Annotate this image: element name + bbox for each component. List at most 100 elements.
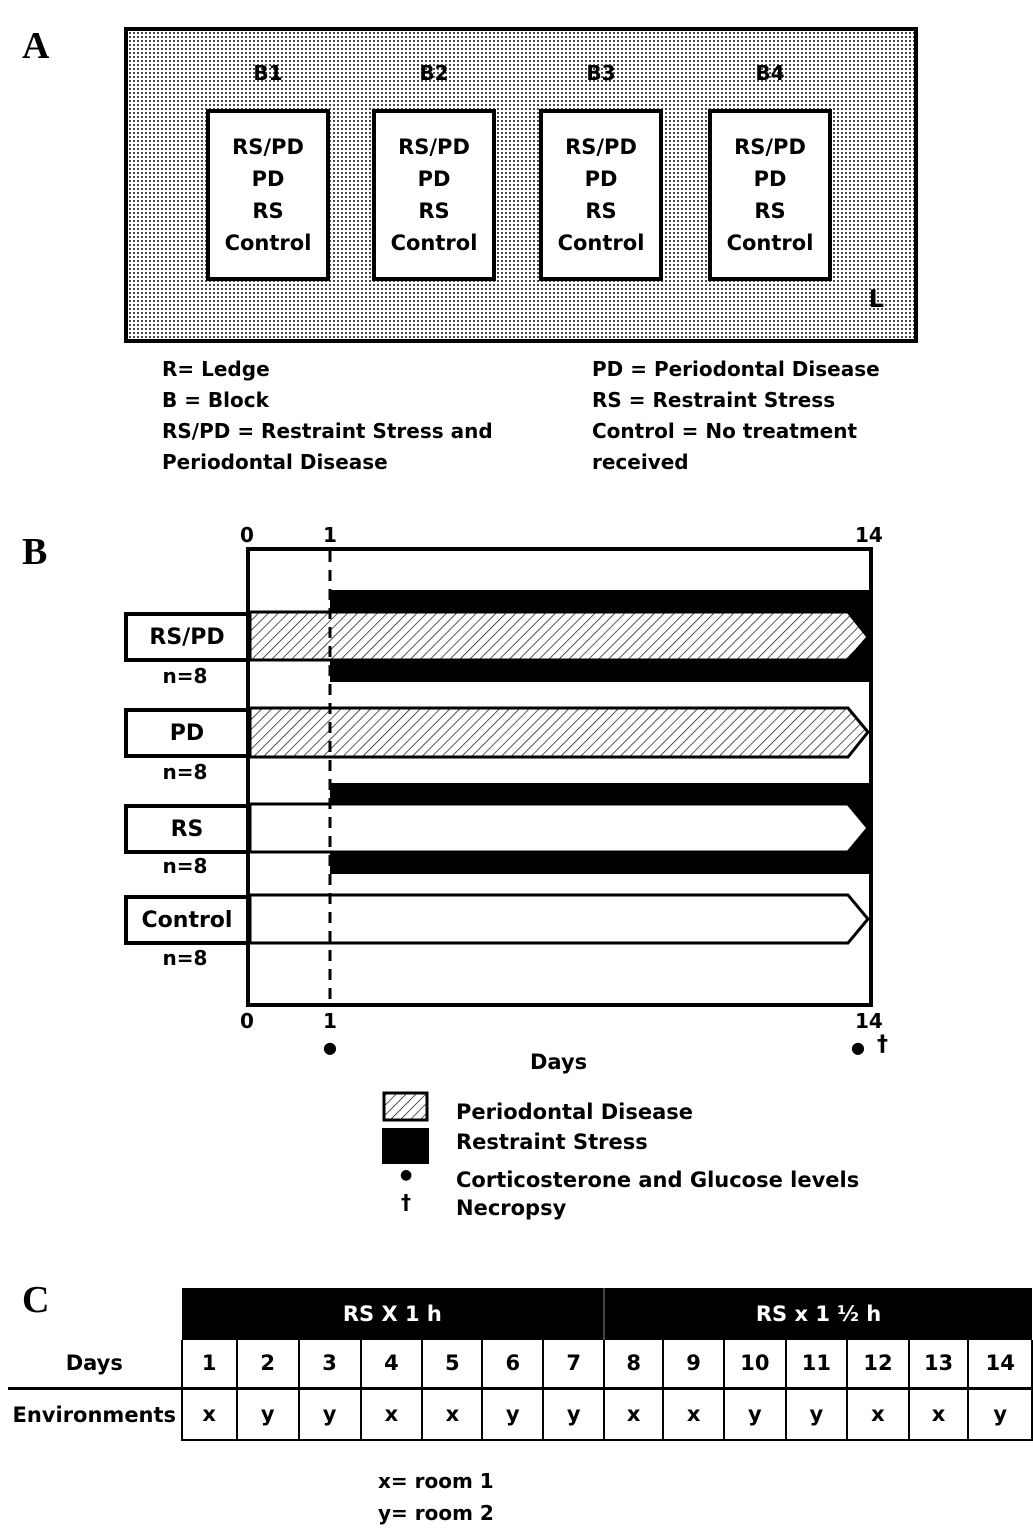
top-tick-14: 14: [855, 523, 883, 547]
environment-cell: x: [359, 1388, 423, 1441]
day-cell: 6: [481, 1340, 544, 1390]
rs-arrow: [248, 802, 870, 854]
block-group-label: RS: [252, 199, 284, 223]
legend-right-line: PD = Periodontal Disease: [592, 357, 880, 381]
legend-left-line: B = Block: [162, 388, 269, 412]
room-key-y: y= room 2: [378, 1501, 494, 1525]
block-group-label: RS/PD: [398, 135, 470, 159]
day-14-dot-icon: ●: [851, 1038, 865, 1057]
environment-cell: y: [297, 1388, 361, 1441]
block-label-b4: B4: [755, 61, 785, 85]
bottom-tick-0: 0: [240, 1009, 254, 1033]
top-tick-0: 0: [240, 523, 254, 547]
day-cell: 12: [846, 1340, 909, 1390]
panel-c-letter: C: [22, 1279, 50, 1321]
legend-necropsy: Necropsy: [456, 1196, 567, 1220]
bottom-tick-1: 1: [323, 1009, 337, 1033]
block-label-b3: B3: [586, 61, 616, 85]
block-label-b1: B1: [253, 61, 283, 85]
legend-right-line: RS = Restraint Stress: [592, 388, 836, 412]
legend-dagger-icon: †: [401, 1190, 411, 1214]
block-group-label: RS: [754, 199, 786, 223]
day-cell: 14: [967, 1340, 1033, 1390]
block-group-label: RS/PD: [565, 135, 637, 159]
room-key: x= room 1 y= room 2: [378, 1465, 494, 1529]
legend-right: PD = Periodontal Disease RS = Restraint …: [592, 354, 880, 478]
day-14-dagger-icon: †: [877, 1032, 888, 1057]
day-cell: 11: [784, 1340, 848, 1390]
panel-b-letter: B: [22, 531, 48, 573]
block-group-label: Control: [224, 231, 312, 255]
block-label-b2: B2: [419, 61, 449, 85]
block-group-label: RS: [418, 199, 450, 223]
legend-right-line: received: [592, 450, 689, 474]
day-1-dot-icon: ●: [323, 1038, 337, 1057]
environment-cell: y: [235, 1388, 299, 1441]
group-label: Control: [141, 907, 233, 933]
pd-periodontal-arrow: [248, 706, 870, 759]
block-group-label: RS/PD: [734, 135, 806, 159]
days-row-label: Days: [8, 1340, 182, 1390]
block-group-label: RS: [585, 199, 617, 223]
header-rs-1h-label: RS X 1 h: [342, 1302, 442, 1326]
day-cell: 2: [235, 1340, 299, 1390]
ledge-corner-label: L: [868, 285, 884, 313]
environment-cell: y: [967, 1388, 1033, 1441]
timeline-diagram: [246, 547, 873, 1007]
environment-cell: y: [784, 1388, 848, 1441]
header-rs-1-5h: RS x 1 ½ h: [604, 1288, 1032, 1340]
day-cell: 3: [297, 1340, 361, 1390]
group-label: PD: [169, 720, 205, 746]
control-arrow: [248, 893, 870, 945]
header-row: RS X 1 h RS x 1 ½ h: [8, 1288, 1032, 1340]
environment-cell: x: [907, 1388, 969, 1441]
environment-cell: x: [180, 1388, 237, 1441]
environment-cell: x: [421, 1388, 483, 1441]
block-group-label: Control: [390, 231, 478, 255]
legend-swatches: [382, 1091, 429, 1164]
environment-cell: y: [723, 1388, 786, 1441]
day-cell: 13: [907, 1340, 969, 1390]
day-cell: 8: [603, 1340, 664, 1390]
environment-cell: x: [603, 1388, 664, 1441]
legend-left: R= Ledge B = Block RS/PD = Restraint Str…: [162, 354, 493, 478]
group-box-control: Control: [124, 895, 250, 945]
restraint-swatch: [382, 1128, 429, 1164]
group-n: n=8: [162, 760, 208, 784]
legend-periodontal: Periodontal Disease: [456, 1100, 694, 1124]
environments-row-label: Environments: [12, 1402, 177, 1427]
block-group-label: PD: [251, 167, 285, 191]
environment-cell: y: [542, 1388, 605, 1441]
legend-restraint: Restraint Stress: [456, 1130, 648, 1154]
rs-pd-periodontal-arrow: [248, 610, 870, 662]
group-label: RS: [170, 816, 204, 842]
block-b2: RS/PD PD RS Control: [372, 109, 496, 281]
legend-left-line: Periodontal Disease: [162, 450, 388, 474]
day-cell: 10: [723, 1340, 786, 1390]
group-box-rs-pd: RS/PD: [124, 612, 250, 662]
header-empty: [8, 1288, 182, 1340]
day-cell: 5: [421, 1340, 483, 1390]
block-group-label: PD: [417, 167, 451, 191]
bottom-tick-14: 14: [855, 1009, 883, 1033]
block-group-label: PD: [584, 167, 618, 191]
legend-right-line: Control = No treatment: [592, 419, 858, 443]
day-cell: 7: [542, 1340, 605, 1390]
group-box-rs: RS: [124, 804, 250, 854]
legend-left-line: RS/PD = Restraint Stress and: [162, 419, 493, 443]
day-cell: 1: [180, 1340, 237, 1390]
x-axis-label: Days: [530, 1050, 588, 1074]
day-cell: 9: [662, 1340, 725, 1390]
header-rs-1-5h-label: RS x 1 ½ h: [755, 1302, 882, 1326]
top-tick-1: 1: [323, 523, 337, 547]
legend-left-line: R= Ledge: [162, 357, 270, 381]
group-n: n=8: [162, 946, 208, 970]
legend-corticosterone: Corticosterone and Glucose levels: [456, 1168, 860, 1192]
group-n: n=8: [162, 664, 208, 688]
